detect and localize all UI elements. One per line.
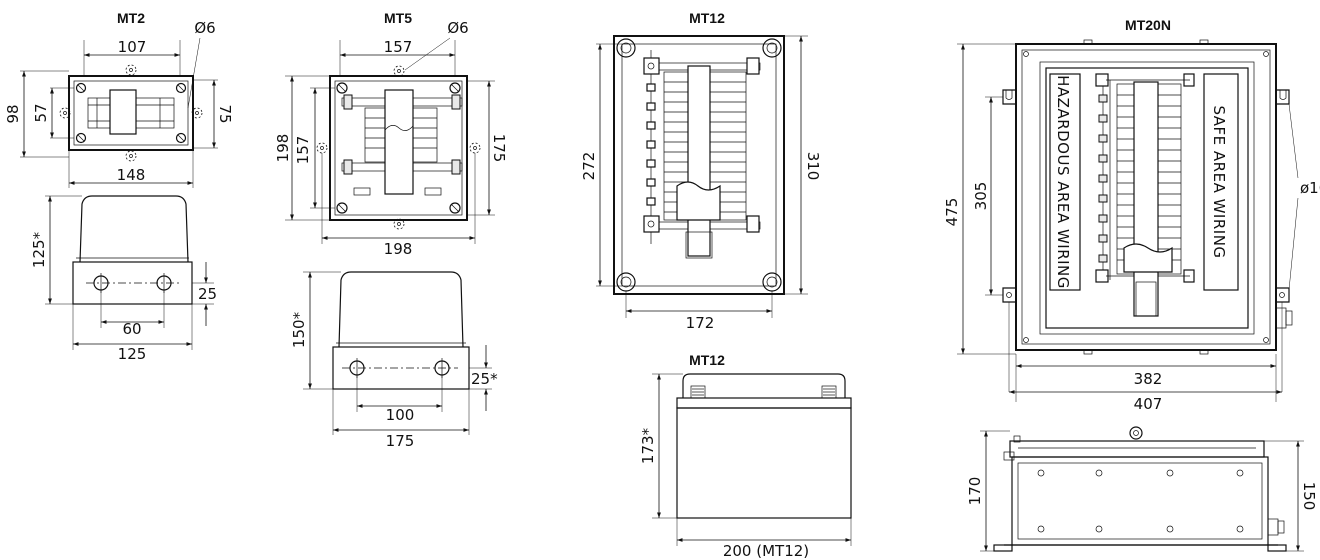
mt2-dim-height-right: 75 bbox=[216, 104, 234, 123]
mt5-dim-height-outer: 198 bbox=[274, 134, 292, 163]
mt5-dim-hole-spacing: 100 bbox=[386, 406, 415, 424]
mt20n-label-safe: SAFE AREA WIRING bbox=[1210, 105, 1228, 258]
mt20n-side-view: 170 150 bbox=[966, 426, 1318, 552]
mt5-dim-hole-offset: 25* bbox=[471, 370, 498, 388]
mt5-dim-side-height: 150* bbox=[290, 311, 308, 348]
mt12-dim-width-bottom: 172 bbox=[686, 314, 715, 332]
mt12-dim-height-left: 272 bbox=[580, 152, 598, 181]
mt20n-dim-width-outer: 407 bbox=[1134, 395, 1163, 413]
mt5-dim-height-inner: 157 bbox=[294, 136, 312, 165]
mt20n-dim-side-height-right: 150 bbox=[1300, 482, 1318, 511]
mt2-title: MT2 bbox=[117, 10, 145, 26]
mt12-drawing: MT12 bbox=[580, 10, 852, 560]
mt2-dim-width-bottom: 148 bbox=[117, 166, 146, 184]
mt5-dim-side-width: 175 bbox=[386, 432, 415, 450]
mt5-drawing: MT5 bbox=[274, 10, 508, 450]
mt20n-dim-side-height-left: 170 bbox=[966, 477, 984, 506]
mt12-dim-side-height: 173* bbox=[639, 427, 657, 464]
mt20n-title: MT20N bbox=[1125, 17, 1171, 33]
mt2-dim-height-inner: 57 bbox=[32, 103, 50, 122]
mt5-dim-hole: Ø6 bbox=[447, 19, 468, 37]
mt5-top-view: 157 Ø6 198 157 175 198 bbox=[274, 19, 508, 258]
mt20n-label-hazardous: HAZARDOUS AREA WIRING bbox=[1054, 75, 1072, 289]
mt2-drawing: MT2 bbox=[4, 10, 234, 363]
mt12-side-title: MT12 bbox=[689, 352, 725, 368]
mt2-dim-hole-offset: 25 bbox=[198, 285, 217, 303]
mt12-top-view: 272 310 172 bbox=[580, 35, 822, 332]
mt2-top-view: 107 Ø6 98 57 75 148 bbox=[4, 19, 234, 188]
mt20n-dim-height-outer: 475 bbox=[943, 198, 961, 227]
mt20n-dim-height-inner: 305 bbox=[972, 182, 990, 211]
mt5-side-view: 150* 25* 100 175 bbox=[290, 271, 498, 450]
mt5-dim-width-bottom: 198 bbox=[384, 240, 413, 258]
mt5-title: MT5 bbox=[384, 10, 412, 26]
mt5-dim-height-right: 175 bbox=[490, 134, 508, 163]
mt2-dim-width-top: 107 bbox=[118, 38, 147, 56]
mt2-side-view: 125* 25 60 125 bbox=[30, 195, 217, 363]
mt2-dim-hole: Ø6 bbox=[194, 19, 215, 37]
mt2-dim-side-width: 125 bbox=[118, 345, 147, 363]
mt20n-top-view: HAZARDOUS AREA WIRING SAFE AREA WIRING bbox=[943, 39, 1320, 413]
mt2-dim-height-outer: 98 bbox=[4, 104, 22, 123]
mt12-side-view: 173* 200 (MT12) bbox=[639, 373, 852, 560]
mt12-dim-side-width: 200 (MT12) bbox=[723, 542, 809, 560]
mt12-dim-height-right: 310 bbox=[804, 152, 822, 181]
mt2-dim-side-height: 125* bbox=[30, 231, 48, 268]
mt5-dim-width-top: 157 bbox=[384, 38, 413, 56]
mt20n-dim-hole: ø10 bbox=[1300, 179, 1320, 197]
mt20n-dim-width-inner: 382 bbox=[1134, 370, 1163, 388]
mt12-top-title: MT12 bbox=[689, 10, 725, 26]
mt20n-drawing: MT20N bbox=[943, 17, 1320, 552]
mt2-dim-hole-spacing: 60 bbox=[122, 320, 141, 338]
